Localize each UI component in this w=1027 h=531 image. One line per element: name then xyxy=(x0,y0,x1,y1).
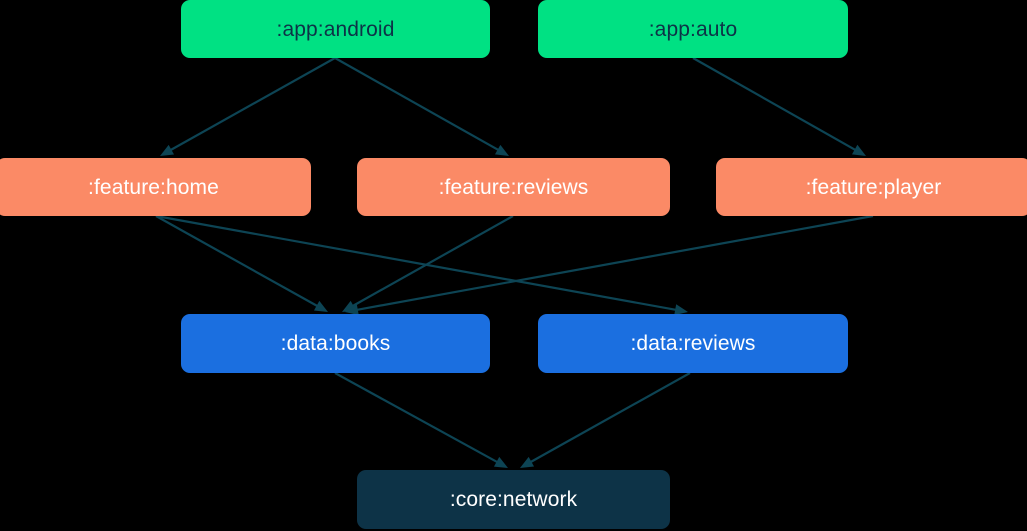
graph-node-feature-reviews[interactable]: :feature:reviews xyxy=(357,158,670,216)
graph-node-label: :feature:reviews xyxy=(438,175,589,199)
graph-node-app-android[interactable]: :app:android xyxy=(181,0,490,58)
graph-node-label: :feature:home xyxy=(88,175,219,199)
graph-edge-data-reviews-to-core-network xyxy=(520,372,691,468)
graph-node-label: :app:auto xyxy=(648,17,738,41)
graph-node-feature-home[interactable]: :feature:home xyxy=(0,158,311,216)
edge-line xyxy=(155,215,319,308)
graph-edge-feature-reviews-to-data-books xyxy=(342,215,514,312)
graph-node-data-books[interactable]: :data:books xyxy=(181,314,490,373)
graph-edge-app-android-to-feature-reviews xyxy=(334,57,509,156)
graph-node-label: :core:network xyxy=(449,488,578,511)
edge-arrowhead xyxy=(493,456,508,468)
graph-node-app-auto[interactable]: :app:auto xyxy=(538,0,848,58)
graph-node-feature-player[interactable]: :feature:player xyxy=(716,158,1027,216)
graph-edge-feature-home-to-data-reviews xyxy=(155,214,688,316)
edge-line xyxy=(692,57,857,152)
edge-arrowhead xyxy=(494,144,509,156)
graph-edge-app-auto-to-feature-player xyxy=(692,57,866,156)
edge-line xyxy=(155,214,678,312)
edge-line xyxy=(355,214,874,312)
graph-node-core-network[interactable]: :core:network xyxy=(357,470,670,529)
edge-line xyxy=(169,57,336,152)
edge-line xyxy=(529,372,691,464)
graph-edge-feature-home-to-data-books xyxy=(155,215,328,312)
edge-line xyxy=(351,215,514,308)
edge-arrowhead xyxy=(313,300,328,312)
edge-arrowhead xyxy=(160,144,175,156)
edge-arrowhead xyxy=(851,144,866,156)
graph-edge-app-android-to-feature-home xyxy=(160,57,336,156)
graph-node-label: :app:android xyxy=(276,17,395,41)
graph-node-label: :feature:player xyxy=(805,175,942,199)
graph-node-label: :data:books xyxy=(280,332,391,355)
edge-line xyxy=(334,57,500,152)
graph-edge-feature-player-to-data-books xyxy=(345,214,874,316)
edge-arrowhead xyxy=(342,300,357,312)
graph-edge-data-books-to-core-network xyxy=(334,372,508,468)
edge-line xyxy=(334,372,499,464)
graph-node-data-reviews[interactable]: :data:reviews xyxy=(538,314,848,373)
edge-arrowhead xyxy=(520,456,535,468)
graph-node-label: :data:reviews xyxy=(630,332,756,355)
